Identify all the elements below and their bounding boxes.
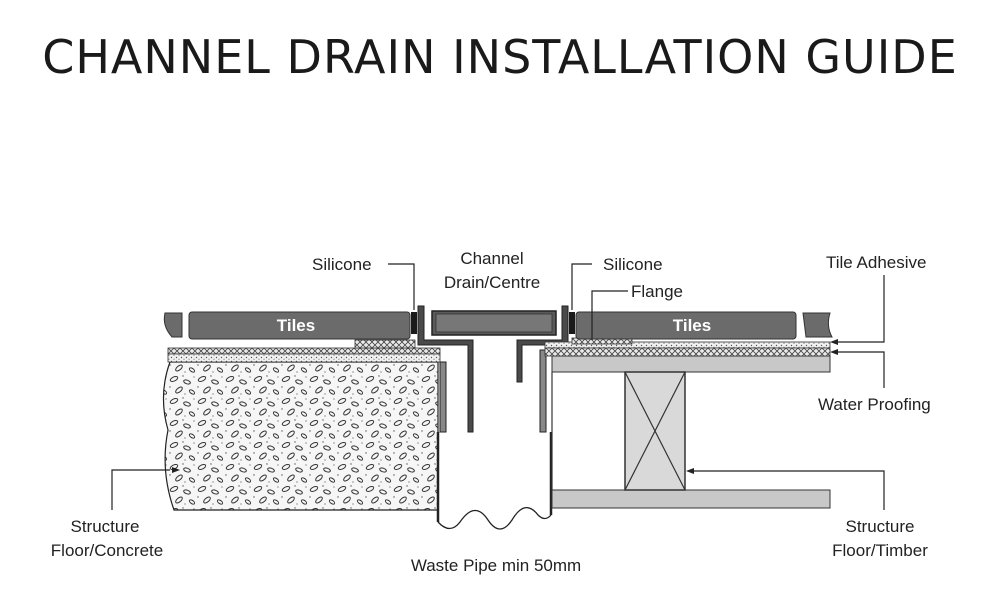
channel-label-line2: Drain/Centre	[444, 273, 540, 292]
silicone-left-label: Silicone	[312, 255, 372, 274]
channel-drain	[417, 305, 569, 530]
concrete-structure	[162, 361, 439, 511]
left-adhesive-strip	[167, 353, 441, 363]
left-waterproofing-strip	[167, 347, 441, 355]
channel-label-line1: Channel	[460, 249, 523, 268]
arrow-heads	[172, 339, 838, 474]
timber-structure	[551, 355, 831, 509]
silicone-right-label: Silicone	[603, 255, 663, 274]
waste-pipe-label: Waste Pipe min 50mm	[411, 556, 581, 575]
leader-lines	[111, 263, 885, 510]
page-title: CHANNEL DRAIN INSTALLATION GUIDE	[42, 30, 958, 84]
structure-timber-line1: Structure	[846, 517, 915, 536]
left-tiles: Tiles	[163, 311, 417, 340]
structure-timber-line2: Floor/Timber	[832, 541, 928, 560]
silicone-left-bead	[411, 312, 417, 334]
right-waterproofing-strip	[544, 347, 831, 357]
tiles-left-label: Tiles	[277, 316, 315, 335]
structure-concrete-line1: Structure	[71, 517, 140, 536]
silicone-right-bead	[569, 312, 575, 334]
right-tiles: Tiles	[569, 311, 833, 340]
tile-adhesive-label: Tile Adhesive	[826, 253, 926, 272]
flange-label: Flange	[631, 282, 683, 301]
tiles-right-label: Tiles	[673, 316, 711, 335]
structure-concrete-line2: Floor/Concrete	[51, 541, 163, 560]
water-proofing-label: Water Proofing	[818, 395, 931, 414]
left-flange-seal	[354, 339, 416, 349]
